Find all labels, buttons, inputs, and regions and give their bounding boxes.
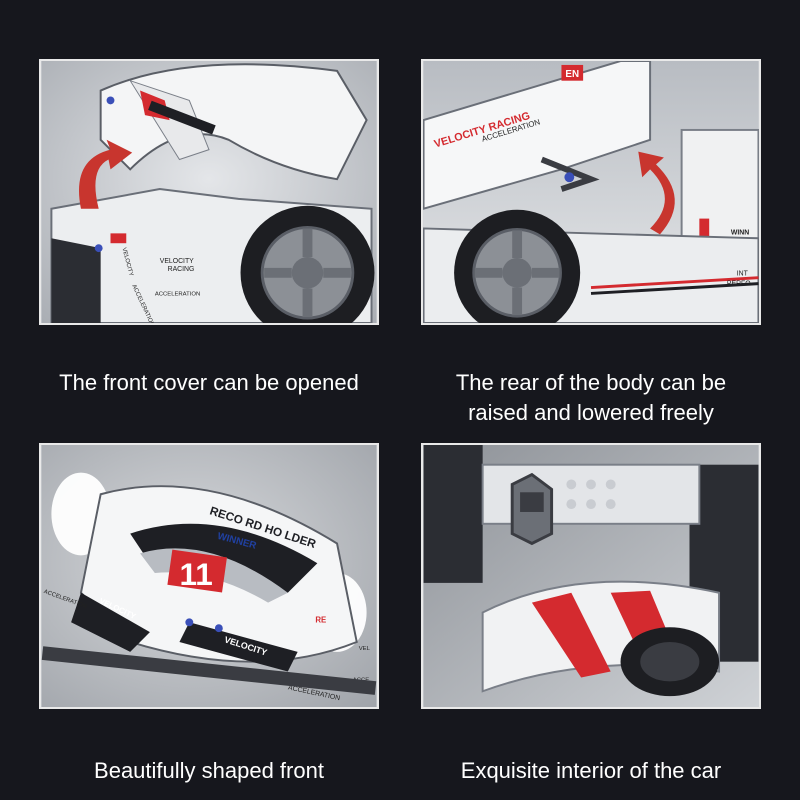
decal-vel-right: VEL xyxy=(359,646,371,652)
decal-winn: WINN xyxy=(731,229,749,236)
en-badge xyxy=(561,64,584,81)
decal-acceleration: ACCELERATION xyxy=(155,291,200,297)
wheel xyxy=(240,205,375,323)
photo-interior xyxy=(421,443,761,709)
front-shape-photo: RECO RD HO LDER WINNER 11 VELOCITY VELOC… xyxy=(41,445,377,707)
rear-body-photo: VELOCITY RACING ACCELERATION EN WINN INT… xyxy=(423,61,759,323)
caption-line: The front cover can be opened xyxy=(59,370,359,395)
decal-number: 11 xyxy=(179,556,212,592)
caption-front-shape: Beautifully shaped front xyxy=(29,756,389,786)
decal-re: RE xyxy=(315,615,326,624)
decal-int: INT xyxy=(737,271,749,278)
photo-front-cover-opened: VELOCITY RACING ACCELERATION VELOCITY AC… xyxy=(39,59,379,325)
caption-line: Beautifully shaped front xyxy=(94,758,324,783)
caption-rear-body: The rear of the body can be raised and l… xyxy=(411,368,771,428)
photo-front-shape: RECO RD HO LDER WINNER 11 VELOCITY VELOC… xyxy=(39,443,379,709)
wheel xyxy=(454,209,581,323)
caption-line: raised and lowered freely xyxy=(468,400,714,425)
number-badge xyxy=(167,549,227,593)
front-cover-photo: VELOCITY RACING ACCELERATION VELOCITY AC… xyxy=(41,61,377,323)
decal-en: EN xyxy=(565,69,579,80)
caption-line: The rear of the body can be xyxy=(455,370,727,395)
caption-interior: Exquisite interior of the car xyxy=(411,756,771,786)
decal-racing: RACING xyxy=(168,266,195,273)
open-direction-arrow-icon xyxy=(78,139,133,209)
interior-photo xyxy=(423,445,759,707)
raise-direction-arrow-icon xyxy=(638,151,675,235)
decal-perfo: PERFO xyxy=(727,281,751,288)
caption-front-cover: The front cover can be opened xyxy=(29,368,389,398)
caption-line: Exquisite interior of the car xyxy=(460,758,722,783)
photo-rear-raised: VELOCITY RACING ACCELERATION EN WINN INT… xyxy=(421,59,761,325)
decal-velocity: VELOCITY xyxy=(160,258,194,265)
